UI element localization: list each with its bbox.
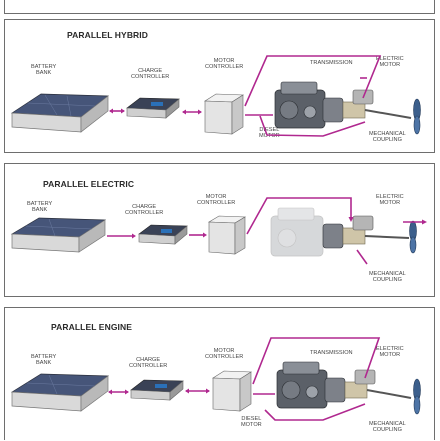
- electric-motor-icon: [322, 215, 410, 249]
- power-flow-arrows: [107, 197, 427, 265]
- electric-system-drawing: [10, 197, 427, 265]
- panel-title: PARALLEL HYBRID: [67, 30, 148, 40]
- transmission-label: TRANSMISSION: [310, 350, 353, 356]
- engine-icon: [276, 361, 412, 409]
- power-flow-arrows: [108, 337, 381, 421]
- motor-controller-icon: [207, 215, 247, 255]
- transmission-label: TRANSMISSION: [310, 60, 353, 66]
- hybrid-system-drawing: [10, 55, 421, 137]
- battery-bank-icon: [10, 93, 109, 133]
- propeller-icon: [409, 220, 417, 254]
- charge-controller-icon: [138, 224, 188, 245]
- panel-title: PARALLEL ELECTRIC: [43, 179, 135, 189]
- previous-panel-edge: [4, 0, 435, 14]
- engine-icon: [274, 81, 412, 129]
- engine-icon: [270, 207, 324, 257]
- motor-controller-icon: [204, 93, 244, 135]
- power-flow-arrows: [109, 55, 382, 137]
- battery-bank-icon: [10, 217, 107, 253]
- panel-title: PARALLEL ENGINE: [51, 322, 132, 332]
- propeller-icon: [413, 98, 421, 135]
- battery-bank-icon: [10, 373, 110, 412]
- engine-system-drawing: [10, 337, 421, 421]
- charge-controller-icon: [130, 379, 184, 401]
- motor-controller-icon: [212, 370, 252, 412]
- charge-controller-icon: [126, 97, 180, 119]
- propeller-icon: [413, 378, 421, 415]
